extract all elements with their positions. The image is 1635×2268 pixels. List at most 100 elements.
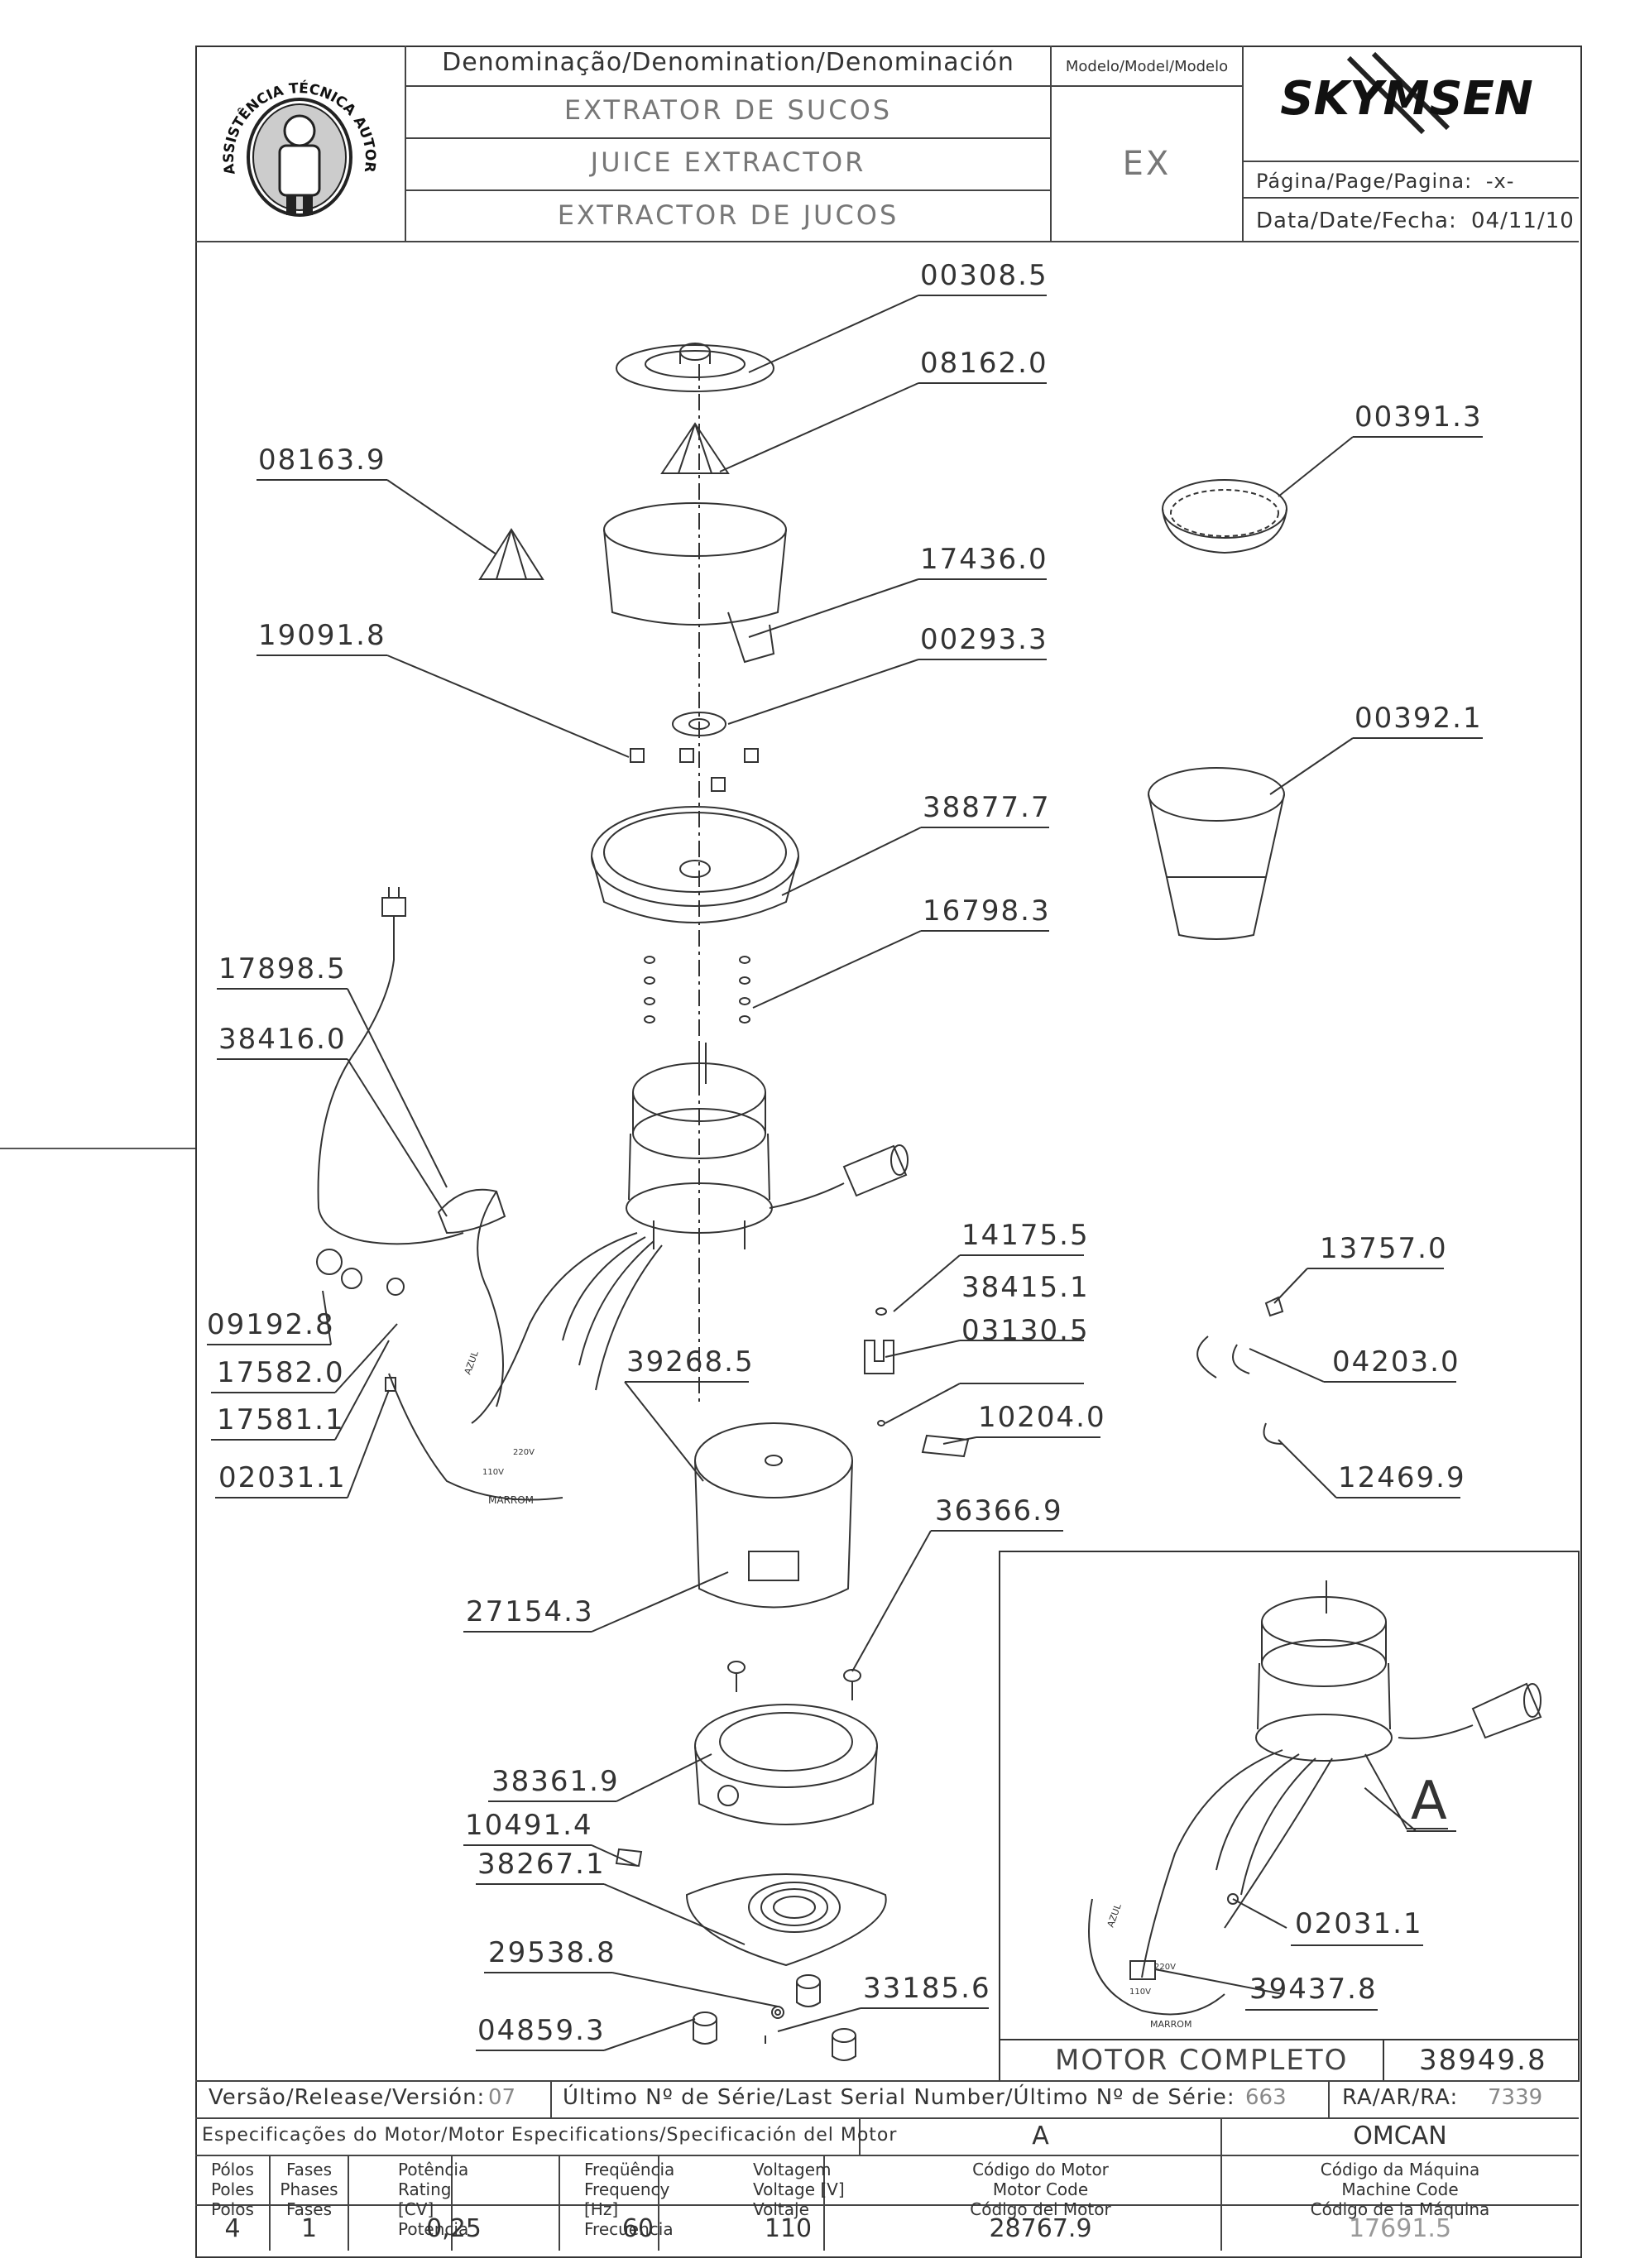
col-header-machine-code: Código da Máquina Machine Code Código de… bbox=[1221, 2160, 1579, 2219]
col-header-phases: Fases Phases Fases bbox=[270, 2160, 348, 2219]
value-machine-code: 17691.5 bbox=[1348, 2214, 1452, 2243]
col-header-line: Phases bbox=[280, 2179, 338, 2199]
col-header-line: Voltagem bbox=[753, 2160, 832, 2179]
inset-02031-underline bbox=[1291, 1944, 1423, 1946]
part-38877-7: 38877.7 bbox=[923, 791, 1051, 824]
part-38361-9: 38361.9 bbox=[491, 1765, 620, 1798]
part-08162-0: 08162.0 bbox=[920, 347, 1048, 380]
col-header-poles: Pólos Poles Polos bbox=[195, 2160, 270, 2219]
part-00391-3: 00391.3 bbox=[1355, 400, 1483, 434]
col-header-line: Código de la Máquina bbox=[1310, 2199, 1490, 2219]
part-33185-6: 33185.6 bbox=[863, 1972, 991, 2005]
col-header-frequency: Freqüência Frequency [Hz] Frecuencia bbox=[559, 2160, 692, 2239]
col-header-line: Pólos bbox=[211, 2160, 254, 2179]
margin-line bbox=[0, 1148, 195, 1149]
serial-label: Último Nº de Série/Last Serial Number/Úl… bbox=[563, 2085, 1235, 2110]
part-00293-3: 00293.3 bbox=[920, 623, 1048, 656]
spec-client: OMCAN bbox=[1353, 2122, 1447, 2151]
part-17582-0: 17582.0 bbox=[217, 1356, 345, 1389]
col-header-line: Potência bbox=[398, 2160, 469, 2179]
motor-complete-code: 38949.8 bbox=[1419, 2044, 1547, 2077]
part-10491-4: 10491.4 bbox=[465, 1809, 593, 1842]
serial-value: 663 bbox=[1245, 2085, 1287, 2110]
part-04859-3: 04859.3 bbox=[477, 2014, 606, 2047]
col-header-line: Voltage [V] bbox=[753, 2179, 845, 2199]
product-name-es: EXTRACTOR DE JUCOS bbox=[557, 199, 899, 231]
wire-label-110v: 110V bbox=[482, 1468, 504, 1477]
col-header-line: Potencia bbox=[398, 2219, 469, 2239]
col-header-line: Código del Motor bbox=[970, 2199, 1111, 2219]
part-17898-5: 17898.5 bbox=[218, 952, 347, 985]
col-header-line: Polos bbox=[211, 2199, 254, 2219]
ra-value: 7339 bbox=[1488, 2085, 1543, 2110]
col-header-line: Poles bbox=[211, 2179, 254, 2199]
col-header-line: Código da Máquina bbox=[1320, 2160, 1480, 2179]
part-08163-9: 08163.9 bbox=[258, 444, 386, 477]
page-info: Página/Page/Pagina: -x- bbox=[1256, 170, 1514, 193]
part-00392-1: 00392.1 bbox=[1355, 702, 1483, 735]
col-header-motor-code: Código do Motor Motor Code Código del Mo… bbox=[860, 2160, 1221, 2219]
header-grid bbox=[195, 46, 1579, 242]
col-header-line: Frequency [Hz] bbox=[584, 2179, 670, 2219]
part-39268-5: 39268.5 bbox=[626, 1345, 755, 1379]
page-label: Página/Page/Pagina: bbox=[1256, 170, 1473, 193]
part-04203-0: 04203.0 bbox=[1332, 1345, 1460, 1379]
inset-part-02031-1: 02031.1 bbox=[1295, 1907, 1423, 1940]
value-poles: 4 bbox=[224, 2214, 241, 2243]
brand-text: SKYMSEN bbox=[1280, 72, 1532, 126]
inset-wire-label-220v: 220V bbox=[1154, 1963, 1176, 1972]
inset-wire-label-110v: 110V bbox=[1129, 1987, 1151, 1997]
col-header-line: Código do Motor bbox=[972, 2160, 1109, 2179]
part-14175-5: 14175.5 bbox=[961, 1219, 1090, 1252]
part-36366-9: 36366.9 bbox=[935, 1494, 1063, 1527]
inset-view-letter: A bbox=[1411, 1771, 1447, 1832]
col-header-rating: Potência Rating [CV] Potencia bbox=[348, 2160, 489, 2239]
version-label: Versão/Release/Versión: bbox=[209, 2085, 486, 2110]
part-00308-5: 00308.5 bbox=[920, 259, 1048, 292]
model-label: Modelo/Model/Modelo bbox=[1065, 58, 1229, 75]
part-09192-8: 09192.8 bbox=[207, 1308, 335, 1341]
part-38267-1: 38267.1 bbox=[477, 1848, 606, 1881]
page-value: -x- bbox=[1485, 170, 1515, 193]
part-03130-5: 03130.5 bbox=[961, 1314, 1090, 1347]
col-header-line: Motor Code bbox=[992, 2179, 1089, 2199]
part-17436-0: 17436.0 bbox=[920, 543, 1048, 576]
product-name-en: JUICE EXTRACTOR bbox=[590, 146, 866, 178]
inset-wire-label-marrom: MARROM bbox=[1150, 2019, 1191, 2030]
col-header-line: Freqüência bbox=[584, 2160, 675, 2179]
inset-39437-underline bbox=[1245, 2009, 1378, 2011]
drawing-frame bbox=[195, 46, 1582, 2258]
version-value: 07 bbox=[488, 2085, 516, 2110]
inset-wire-label-azul: AZUL bbox=[1105, 1901, 1124, 1929]
col-header-line: Fases bbox=[285, 2160, 333, 2179]
part-10204-0: 10204.0 bbox=[978, 1401, 1106, 1434]
part-38416-0: 38416.0 bbox=[218, 1023, 347, 1056]
part-02031-1: 02031.1 bbox=[218, 1461, 347, 1494]
wire-label-marrom: MARROM bbox=[488, 1494, 534, 1506]
product-name-pt: EXTRATOR DE SUCOS bbox=[563, 94, 893, 126]
part-38415-1: 38415.1 bbox=[961, 1271, 1090, 1304]
col-header-line: Machine Code bbox=[1341, 2179, 1459, 2199]
date-info: Data/Date/Fecha: 04/11/10 bbox=[1256, 209, 1575, 233]
value-rating: 0,25 bbox=[426, 2214, 482, 2243]
col-header-line: Voltaje bbox=[753, 2199, 809, 2219]
date-label: Data/Date/Fecha: bbox=[1256, 209, 1457, 233]
inset-part-39437-8: 39437.8 bbox=[1249, 1973, 1378, 2006]
skymsen-logo: SKYMSEN bbox=[1280, 51, 1533, 135]
part-17581-1: 17581.1 bbox=[217, 1403, 345, 1436]
motor-complete-label: MOTOR COMPLETO bbox=[1055, 2044, 1349, 2077]
part-13757-0: 13757.0 bbox=[1320, 1232, 1448, 1265]
date-value: 04/11/10 bbox=[1471, 209, 1575, 233]
spec-table-title: Especificações do Motor/Motor Especifica… bbox=[202, 2125, 898, 2146]
value-motor-code: 28767.9 bbox=[989, 2214, 1092, 2243]
spec-variant: A bbox=[1032, 2122, 1049, 2151]
part-19091-8: 19091.8 bbox=[258, 619, 386, 652]
ra-label: RA/AR/RA: bbox=[1342, 2085, 1459, 2110]
col-header-line: Frecuencia bbox=[584, 2219, 674, 2239]
col-header-voltage: Voltagem Voltage [V] Voltaje bbox=[728, 2160, 861, 2219]
value-voltage: 110 bbox=[764, 2214, 813, 2243]
wire-label-220v: 220V bbox=[513, 1448, 535, 1457]
inset-letter-underline bbox=[1407, 1830, 1456, 1832]
value-phases: 1 bbox=[300, 2214, 318, 2243]
col-header-line: Rating [CV] bbox=[398, 2179, 452, 2219]
